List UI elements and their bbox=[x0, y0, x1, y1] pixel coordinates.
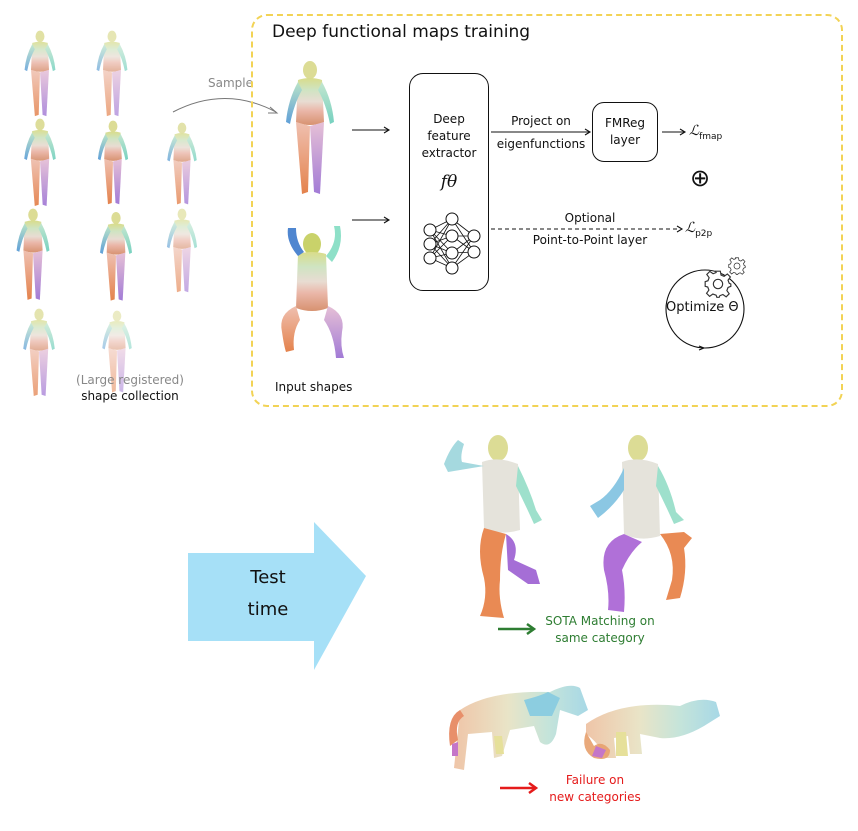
test-time-line1: Test bbox=[250, 567, 286, 588]
loss-fmap: ℒfmap bbox=[689, 123, 722, 142]
test-time-arrow bbox=[188, 522, 366, 670]
success-label-line1: SOTA Matching on bbox=[545, 614, 655, 628]
failure-arrow bbox=[500, 781, 539, 795]
optimize-label: Optimize Θ bbox=[666, 300, 739, 315]
optional-label-line2: Point-to-Point layer bbox=[532, 233, 648, 247]
failure-label-line1: Failure on bbox=[565, 773, 625, 787]
failure-label: Failure on new categories bbox=[545, 772, 645, 807]
test-time-line2: time bbox=[247, 599, 289, 621]
plus-icon: ⊕ bbox=[690, 164, 711, 192]
fmreg-label-line2: layer bbox=[609, 133, 641, 147]
animal-1 bbox=[449, 685, 588, 770]
fmreg-layer-box: FMReg layer bbox=[592, 102, 658, 162]
failure-label-line2: new categories bbox=[549, 790, 641, 805]
input-shapes-label: Input shapes bbox=[275, 380, 353, 394]
success-label-line2: same category bbox=[555, 631, 645, 646]
matching-animals bbox=[449, 685, 720, 770]
training-panel bbox=[251, 14, 843, 407]
success-arrow bbox=[498, 622, 537, 636]
animal-2 bbox=[584, 699, 720, 759]
human-kneeling-2 bbox=[590, 435, 692, 612]
fmreg-label-line1: FMReg bbox=[604, 115, 646, 130]
project-label-line2: eigenfunctions bbox=[496, 137, 586, 151]
test-time-label: Test time bbox=[228, 562, 308, 627]
f-theta-symbol: fθ bbox=[440, 172, 458, 192]
extractor-label-line1: Deep bbox=[433, 112, 465, 126]
sample-label: Sample bbox=[208, 76, 253, 90]
loss-p2p: ℒp2p bbox=[685, 220, 712, 239]
matching-humans bbox=[444, 435, 692, 618]
loss-fmap-symbol: ℒ bbox=[689, 123, 700, 139]
optional-label-line1: Optional bbox=[564, 211, 616, 225]
loss-fmap-subscript: fmap bbox=[699, 131, 723, 142]
loss-p2p-subscript: p2p bbox=[695, 228, 713, 239]
success-label: SOTA Matching on same category bbox=[535, 613, 665, 648]
collection-label-line2: shape collection bbox=[81, 389, 179, 403]
collection-label-line1: (Large registered) bbox=[76, 373, 184, 387]
input-shape-2 bbox=[281, 226, 344, 358]
project-label-line1: Project on bbox=[511, 114, 571, 128]
loss-p2p-symbol: ℒ bbox=[685, 220, 696, 236]
human-kneeling-1 bbox=[444, 435, 542, 618]
feature-extractor-box bbox=[409, 73, 489, 291]
shape-collection: (Large registered) shape collection bbox=[0, 0, 250, 410]
gear-small-icon bbox=[728, 257, 746, 275]
extractor-label-line3: extractor bbox=[421, 146, 477, 160]
neural-network-icon bbox=[423, 212, 481, 275]
training-title: Deep functional maps training bbox=[272, 22, 531, 42]
extractor-label-line2: feature bbox=[427, 129, 471, 143]
